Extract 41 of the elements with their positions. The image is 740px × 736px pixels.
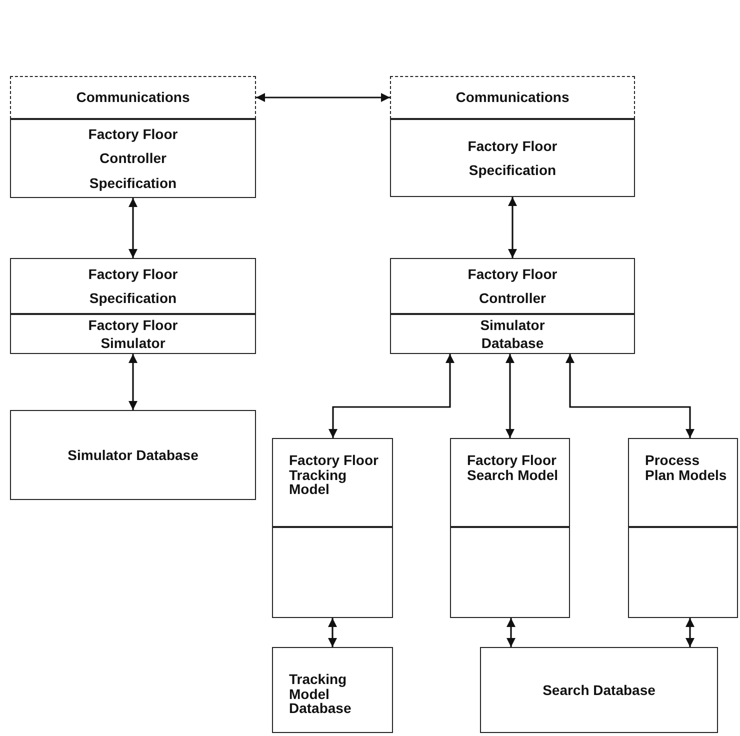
module-box — [10, 76, 256, 119]
module-box — [480, 647, 718, 733]
module-box — [10, 410, 256, 500]
connector-arrow — [128, 354, 138, 410]
module-box — [390, 119, 635, 197]
module-box — [10, 314, 256, 354]
module-label: Factory Floor Specification — [87, 264, 179, 308]
module-box — [390, 314, 635, 354]
module-label: Communications — [76, 88, 190, 108]
connector-arrow — [256, 93, 390, 102]
connector-arrow — [686, 618, 694, 647]
empty-box — [450, 527, 570, 618]
connector-arrow — [328, 354, 454, 438]
empty-box — [272, 527, 393, 618]
module-box — [10, 119, 256, 198]
module-label: Simulator Database — [479, 316, 546, 352]
module-box — [10, 258, 256, 314]
module-label: Factory Floor Search Model — [467, 453, 559, 482]
module-label: Search Database — [542, 680, 656, 700]
module-label: Simulator Database — [68, 446, 198, 465]
module-label: Factory Floor Specification — [466, 136, 558, 180]
module-box — [272, 438, 393, 527]
module-label: Factory Floor Tracking Model — [289, 453, 380, 498]
empty-box — [628, 527, 738, 618]
module-box — [628, 438, 738, 527]
module-label: Factory Floor Controller — [466, 264, 558, 308]
module-label: Communications — [456, 88, 570, 108]
module-label: Factory Floor Controller Specification — [87, 124, 179, 193]
connector-arrow — [508, 197, 517, 258]
module-box — [450, 438, 570, 527]
module-label: Process Plan Models — [645, 453, 727, 482]
connector-arrow — [128, 198, 138, 258]
connector-arrow — [328, 618, 337, 647]
module-label: Factory Floor Simulator — [87, 316, 179, 352]
module-box — [272, 647, 393, 733]
connector-arrow — [506, 354, 514, 438]
connector-arrow — [506, 618, 516, 647]
module-box — [390, 258, 635, 314]
module-label: Tracking Model Database — [289, 672, 352, 716]
module-box — [390, 76, 635, 119]
connector-arrow — [566, 354, 694, 438]
